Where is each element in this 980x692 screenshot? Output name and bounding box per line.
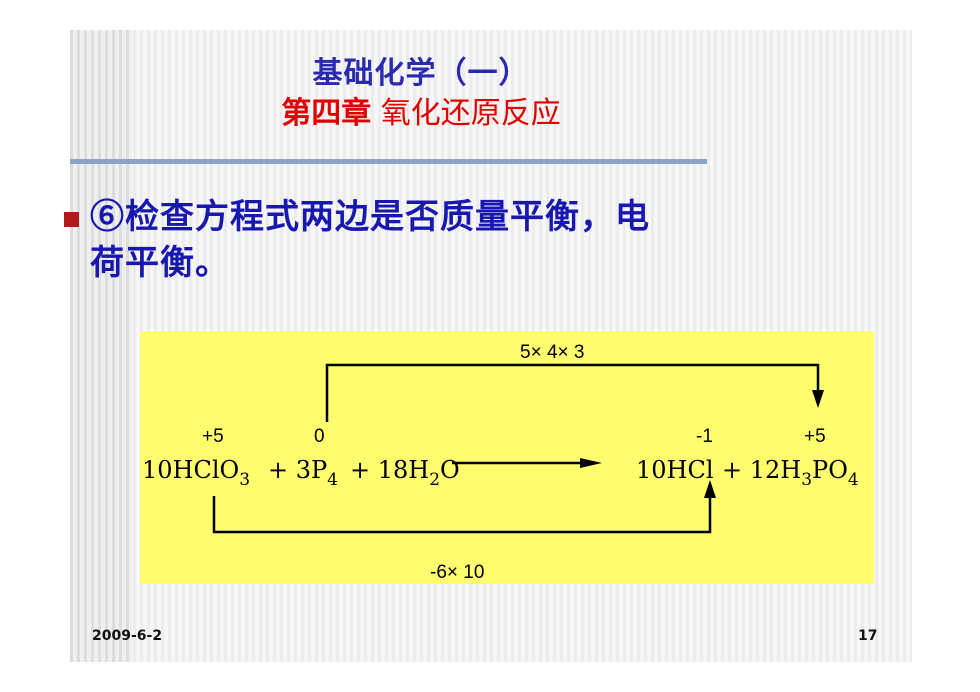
ox-number-cl-left: +5 bbox=[202, 426, 224, 447]
slide-left-band bbox=[70, 30, 132, 662]
reactant-p4: + 3P4 bbox=[268, 456, 338, 490]
ox-number-p-left: 0 bbox=[314, 426, 325, 447]
bullet-line-2: 荷平衡。 bbox=[90, 243, 230, 283]
reactant-hclo3: 10HClO3 bbox=[142, 456, 250, 490]
course-title: 基础化学（一） bbox=[312, 56, 530, 91]
footer-date: 2009-6-2 bbox=[92, 628, 163, 644]
footer-page-number: 17 bbox=[858, 628, 878, 644]
reaction-arrow-head-icon bbox=[580, 458, 602, 468]
ox-number-p-right: +5 bbox=[804, 426, 826, 447]
ox-number-cl-right: -1 bbox=[696, 426, 713, 447]
bottom-annotation: -6× 10 bbox=[430, 562, 484, 583]
reactant-h2o: + 18H2O bbox=[350, 456, 460, 490]
bottom-arrow-head-icon bbox=[704, 480, 716, 498]
title-divider bbox=[70, 159, 707, 164]
product-hcl: 10HCl bbox=[636, 456, 714, 484]
chapter-title: 第四章 氧化还原反应 bbox=[0, 88, 842, 132]
top-bracket-line bbox=[325, 363, 820, 422]
chapter-number: 第四章 bbox=[281, 96, 372, 131]
top-arrow-head-icon bbox=[812, 390, 824, 408]
equation-panel: 5× 4× 3 +5 0 -1 +5 10HClO3 + 3P4 + 18H2O… bbox=[140, 332, 874, 584]
bullet-text: ⑥检查方程式两边是否质量平衡，电 荷平衡。 bbox=[90, 194, 790, 286]
top-annotation: 5× 4× 3 bbox=[520, 342, 584, 363]
product-h3po4: + 12H3PO4 bbox=[722, 456, 859, 490]
chapter-topic: 氧化还原反应 bbox=[371, 96, 561, 131]
equation-diagram: 5× 4× 3 +5 0 -1 +5 10HClO3 + 3P4 + 18H2O… bbox=[142, 342, 859, 583]
bottom-bracket-line bbox=[212, 496, 712, 534]
bullet-line-1: ⑥检查方程式两边是否质量平衡，电 bbox=[90, 197, 650, 237]
bullet-square-icon bbox=[64, 212, 79, 227]
